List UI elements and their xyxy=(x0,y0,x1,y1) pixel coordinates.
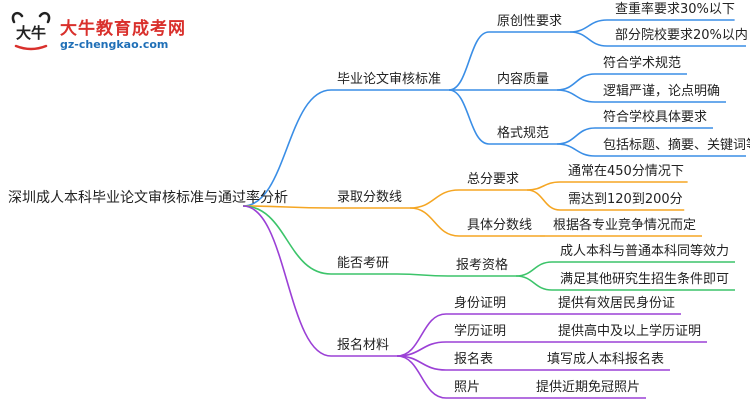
detail-item: 填写成人本科报名表 xyxy=(547,352,665,367)
edge-root-to-branch xyxy=(242,205,332,209)
detail-item: 符合学术规范 xyxy=(603,56,682,71)
brand-logo: 大牛 大牛教育成考网 gz-chengkao.com xyxy=(8,8,208,58)
subtopic: 具体分数线 xyxy=(467,218,533,233)
subtopic: 学历证明 xyxy=(454,324,507,339)
branch-topic: 报名材料 xyxy=(337,338,390,353)
edge-branch-to-subtopic xyxy=(409,189,460,209)
brand-name: 大牛教育成考网 xyxy=(60,19,186,39)
subtopic: 照片 xyxy=(454,380,481,395)
edge-subtopic-to-detail xyxy=(515,275,553,291)
edge-subtopic-to-detail xyxy=(556,73,596,91)
detail-item: 通常在450分情况下 xyxy=(568,164,684,179)
edge-subtopic-to-detail xyxy=(526,181,561,191)
subtopic: 身份证明 xyxy=(454,296,507,311)
root-topic: 深圳成人本科毕业论文审核标准与通过率分析 xyxy=(8,190,288,206)
detail-item: 提供近期免冠照片 xyxy=(536,380,641,395)
detail-item: 符合学校具体要求 xyxy=(603,110,708,125)
detail-item: 根据各专业竞争情况而定 xyxy=(553,218,697,233)
detail-item: 逻辑严谨，论点明确 xyxy=(603,84,721,99)
detail-item: 成人本科与普通本科同等效力 xyxy=(560,244,730,259)
detail-item: 部分院校要求20%以内 xyxy=(615,28,748,43)
bull-logo-icon: 大牛 xyxy=(11,11,51,51)
edge-subtopic-to-detail xyxy=(569,31,608,47)
subtopic: 原创性要求 xyxy=(497,14,563,29)
edge-subtopic-to-detail xyxy=(556,127,596,145)
brand-url[interactable]: gz-chengkao.com xyxy=(60,38,169,51)
edge-root-to-branch xyxy=(242,205,332,275)
edge-subtopic-to-detail xyxy=(556,89,596,103)
branch-topic: 毕业论文审核标准 xyxy=(337,72,442,87)
edge-subtopic-to-detail xyxy=(569,19,608,33)
edge-branch-to-subtopic xyxy=(396,355,447,399)
detail-item: 提供高中及以上学历证明 xyxy=(558,324,702,339)
svg-text:大牛: 大牛 xyxy=(16,24,46,42)
subtopic: 格式规范 xyxy=(497,126,550,141)
detail-item: 查重率要求30%以下 xyxy=(615,2,735,17)
detail-item: 包括标题、摘要、关键词等 xyxy=(603,138,750,153)
edge-root-to-branch xyxy=(242,89,332,207)
edge-branch-to-subtopic xyxy=(448,89,490,145)
detail-item: 满足其他研究生招生条件即可 xyxy=(560,272,730,287)
subtopic: 报名表 xyxy=(454,352,494,367)
edge-subtopic-to-detail xyxy=(556,143,596,157)
subtopic: 内容质量 xyxy=(497,72,550,87)
edge-subtopic-to-detail xyxy=(526,189,561,211)
edge-branch-to-subtopic xyxy=(396,273,449,277)
edge-subtopic-to-detail xyxy=(515,261,553,277)
edge-branch-to-subtopic xyxy=(448,31,490,91)
branch-topic: 能否考研 xyxy=(337,256,390,271)
edge-root-to-branch xyxy=(242,205,332,357)
detail-item: 需达到120到200分 xyxy=(568,192,683,207)
branch-topic: 录取分数线 xyxy=(337,190,403,205)
subtopic: 报考资格 xyxy=(456,258,509,273)
edge-branch-to-subtopic xyxy=(409,207,460,237)
subtopic: 总分要求 xyxy=(467,172,520,187)
detail-item: 提供有效居民身份证 xyxy=(558,296,676,311)
